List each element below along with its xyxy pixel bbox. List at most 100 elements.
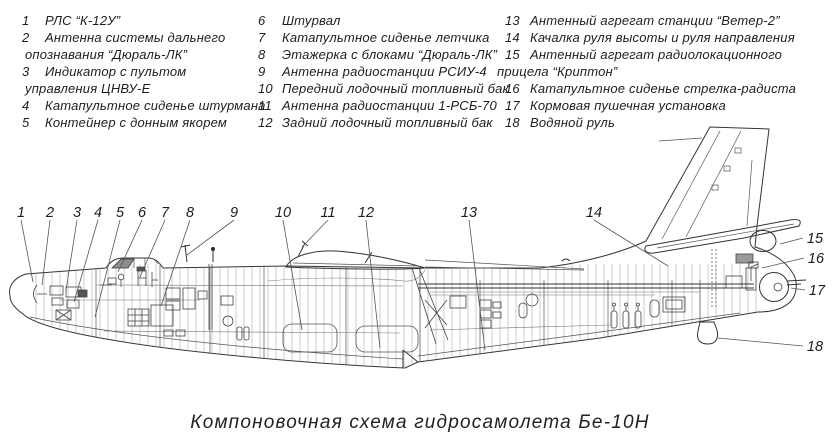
legend-item-number: 9 xyxy=(258,64,266,79)
callout-number: 10 xyxy=(275,205,291,221)
callout-number: 7 xyxy=(161,205,170,221)
leader-line xyxy=(282,219,303,331)
callout-number: 12 xyxy=(358,205,374,221)
callout-number: 5 xyxy=(116,205,125,221)
legend-item-text: Антенна радиостанции РСИУ-4 xyxy=(282,64,487,79)
water-rudder xyxy=(697,321,719,345)
legend-item-text: Катапультное сиденье штурмана xyxy=(45,98,266,113)
leader-line xyxy=(94,219,121,318)
leader-line xyxy=(117,219,143,273)
legend-item: 2 Антенна системы дальнего xyxy=(22,29,266,46)
leader-line xyxy=(761,257,805,269)
legend-item: 4 Катапультное сиденье штурмана xyxy=(22,97,266,114)
legend-item: 3 Индикатор с пультом xyxy=(22,63,266,80)
legend-item: 13 Антенный агрегат станции “Ветер-2” xyxy=(497,12,796,29)
legend-item-text: Катапультное сиденье летчика xyxy=(282,30,490,45)
nacelle-line xyxy=(267,269,426,282)
legend-item-text-continued: опознавания “Дюраль-ЛК” xyxy=(25,47,188,62)
legend-item-number: 1 xyxy=(22,13,30,28)
legend-item-text-continued: прицела “Криптон” xyxy=(497,64,618,79)
legend-item: 10 Передний лодочный топливный бак xyxy=(258,80,509,97)
callout-number: 9 xyxy=(230,205,238,221)
canopy xyxy=(111,258,159,269)
leader-line xyxy=(301,219,329,248)
legend-item-text: Контейнер с донным якорем xyxy=(45,115,228,130)
callout-number: 6 xyxy=(138,205,147,221)
callout-number: 17 xyxy=(809,283,826,299)
legend-item-number: 7 xyxy=(258,30,266,45)
leader-line xyxy=(593,219,669,267)
legend-item-text: Этажерка с блоками “Дюраль-ЛК” xyxy=(282,47,498,62)
frame-grid xyxy=(30,264,758,368)
callout-number: 1 xyxy=(17,205,25,221)
leader-line xyxy=(41,219,51,286)
legend-item-text: Антенна системы дальнего xyxy=(45,30,226,45)
legend-item-number: 2 xyxy=(22,30,30,45)
legend-item: 15 Антенный агрегат радиолокационного xyxy=(497,46,796,63)
legend-item-text: Антенный агрегат радиолокационного xyxy=(530,47,783,62)
legend-item-number: 10 xyxy=(258,81,273,96)
legend-item-number: 4 xyxy=(22,98,30,113)
legend-item: 14 Качалка руля высоты и руля направления xyxy=(497,29,796,46)
leader-line xyxy=(160,219,191,307)
leader-line xyxy=(139,219,166,278)
legend-item: 9 Антенна радиостанции РСИУ-4 xyxy=(258,63,509,80)
legend-item-number: 14 xyxy=(505,30,520,45)
tail-turret xyxy=(759,272,807,302)
callout-number: 15 xyxy=(807,231,824,247)
leader-line xyxy=(20,219,34,283)
callout-number: 11 xyxy=(320,205,335,221)
vertical-stabilizer-details xyxy=(658,130,753,240)
gun-barrels xyxy=(786,279,807,286)
deck-lines xyxy=(60,283,754,334)
legend-item-text: Индикатор с пультом xyxy=(45,64,187,79)
leader-line xyxy=(65,219,78,291)
leader-line xyxy=(468,219,486,351)
legend-column-3: 13 Антенный агрегат станции “Ветер-2” 14 Ка… xyxy=(497,12,796,131)
legend-item-number: 3 xyxy=(22,64,30,79)
legend-item-number: 17 xyxy=(505,98,520,113)
aircraft xyxy=(9,126,807,369)
legend-item-number: 6 xyxy=(258,13,266,28)
leader-line xyxy=(73,219,99,303)
legend-item-number: 5 xyxy=(22,115,30,130)
legend-item-text: Кормовая пушечная установка xyxy=(530,98,726,113)
legend-item-text: Антенна радиостанции 1-РСБ-70 xyxy=(282,98,497,113)
legend-item-number: 8 xyxy=(258,47,266,62)
radome xyxy=(749,230,777,252)
leader-line xyxy=(779,237,804,245)
legend-item-text: Антенный агрегат станции “Ветер-2” xyxy=(530,13,780,28)
diagram-caption: Компоновочная схема гидросамолета Бе-10Н xyxy=(190,412,650,433)
legend-item: 5 Контейнер с донным якорем xyxy=(22,114,266,131)
legend-item-number: 16 xyxy=(505,81,520,96)
legend-item-text: Задний лодочный топливный бак xyxy=(282,115,493,130)
callout-number: 18 xyxy=(807,339,823,355)
far-wing-lines xyxy=(424,259,585,271)
legend-item-number: 15 xyxy=(505,47,520,62)
callout-number: 4 xyxy=(94,205,102,221)
legend-item-number: 13 xyxy=(505,13,520,28)
leader-line xyxy=(186,219,235,256)
legend-item-text: Водяной руль xyxy=(530,115,615,130)
callout-number: 2 xyxy=(45,205,54,221)
callout-number: 8 xyxy=(186,205,194,221)
callout-number: 16 xyxy=(808,251,825,267)
legend-item: 17 Кормовая пушечная установка xyxy=(497,97,796,114)
callout-number: 14 xyxy=(586,205,602,221)
leader-line xyxy=(717,337,804,347)
legend-item-text: Качалка руля высоты и руля направления xyxy=(530,30,795,45)
wing-root-profile xyxy=(285,250,426,270)
legend-item-text: Передний лодочный топливный бак xyxy=(282,81,509,96)
callout-number: 13 xyxy=(461,205,477,221)
